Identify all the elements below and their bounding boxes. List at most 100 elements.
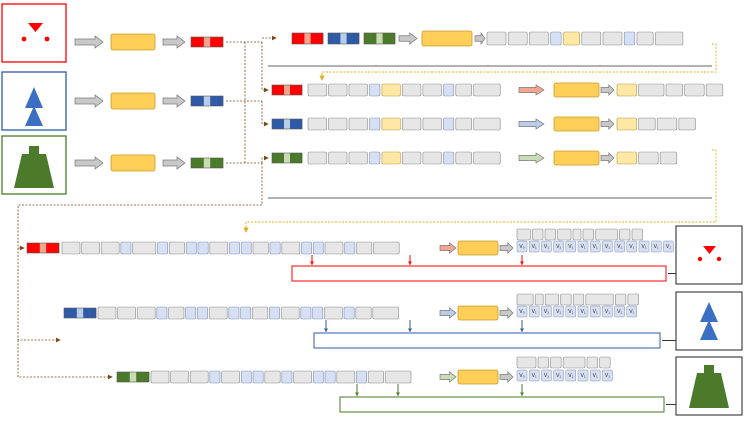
encoder-arrow-1 [162,94,186,108]
z-token-box [197,306,208,320]
to-step3-red [261,42,269,93]
output-var-slot-label: V₁ [556,309,561,315]
se-feature-2-cell [296,153,303,163]
output-var-slot-label: V₁ [605,373,610,379]
tp-feature-green-cell [364,33,371,44]
to-step4-red [17,163,263,251]
template-net-box [421,30,473,47]
z-token-box [170,370,189,384]
param-value-token-box [550,356,562,369]
tp-feature-green-cell [370,33,377,44]
se-feature-2-outline [271,152,303,164]
feature-vector-0 [190,36,224,48]
se-feature-1-cell [272,119,279,129]
encoder-0-box [110,33,156,51]
complete-program-box-1 [313,332,661,349]
template-token-box [563,31,580,46]
se-token-box [307,151,327,165]
se-token-box [473,83,501,97]
output-var-slot [553,240,564,253]
param-value-token-box [582,228,594,241]
z-feature-2-cell [142,372,150,382]
se-output-token-box [678,117,696,131]
se-out-arrow-2 [600,152,615,164]
z-token-box [150,370,170,384]
param-value-token-box [586,356,598,369]
output-var-slot [663,240,674,253]
template-token-box [529,31,549,46]
output-image-0 [675,225,743,285]
se-token-box [473,117,501,131]
feature-vector-1 [190,95,224,107]
param-value-token-box [585,293,614,306]
se-arrow-1 [518,118,545,130]
red-circle-right [44,36,50,42]
se-feature-2-cell [290,153,297,163]
z-token-box [281,370,293,384]
feature-vector-0-cell [210,37,217,47]
se-feature-2-cell [278,153,285,163]
tp-feature-green-cell [388,33,396,44]
output-var-slot-label: V₁ [580,309,585,315]
z-token-box [189,370,209,384]
output-var-slot [650,240,662,253]
se-output-token-box [705,83,724,97]
z-token-box [156,306,168,320]
to-step3-green [261,155,269,163]
output-var-slot [553,305,564,318]
param-value-token-box [516,293,534,306]
z-token-box [324,306,343,320]
z-feature-1-cell [83,308,90,318]
tp-feature-blue [327,32,360,45]
output-var-slot [626,305,638,318]
tp-feature-blue-cell [346,33,353,44]
output-var-slot [589,240,601,253]
z-token-box [336,370,356,384]
output-var-slot [541,240,552,253]
se-output-token-box [616,117,637,131]
output-var-slot-label: V₁ [593,309,598,315]
se-token-box [348,83,368,97]
encoder-2-box [110,154,156,172]
template-token-box [581,31,602,46]
red-triangle [28,23,43,32]
se-token-box [307,83,327,97]
output-var-slot [577,240,589,253]
out-red-circle-left [697,256,703,262]
z-token-box [100,241,120,255]
expansion-net-0-box [553,82,600,98]
z-token-box [209,370,221,384]
output-var-slot-label: V₁ [532,309,537,315]
z-token-box [367,370,384,384]
param-value-token-box [627,293,639,306]
se-feature-0 [271,84,303,96]
complete-program-box-2 [339,396,665,413]
output-var-slot [614,240,625,253]
z-arrow-2 [439,371,457,383]
z-feature-2-cell [129,372,137,382]
se-output-token-box [684,83,705,97]
template-token-box [486,31,507,46]
param-value-token-box [516,228,531,241]
feature-vector-2-outline [190,157,224,169]
feature-vector-2-cell [216,158,224,168]
param-value-token-box [631,228,643,241]
se-token-box [369,117,381,131]
output-var-slot [614,305,625,318]
template-token-box [636,31,654,46]
param-value-token-box [572,293,585,306]
z-feature-1-outline [63,307,97,319]
tp-feature-red-cell [292,33,299,44]
z-token-box [252,241,269,255]
output-var-slot-label: V₁ [544,309,549,315]
template-token-box [507,31,528,46]
param-value-token-box [595,228,618,241]
tp-feature-red-cell [298,33,305,44]
se-output-token-box [665,83,683,97]
se-token-box [328,83,348,97]
z-token-box [136,306,156,320]
z-feature-2-cell [117,372,124,382]
z-token-box [117,306,136,320]
feature-vector-2-cell [203,158,211,168]
output-var-slot [602,240,613,253]
